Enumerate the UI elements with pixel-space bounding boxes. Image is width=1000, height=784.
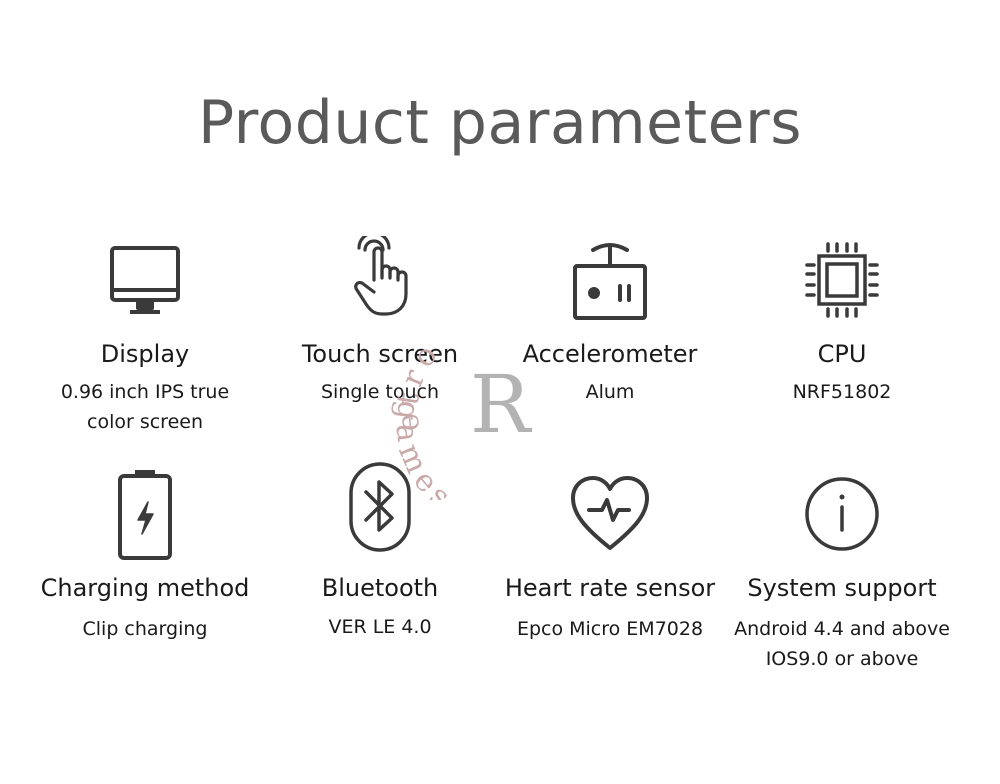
param-detail: 0.96 inch IPS true color screen <box>60 381 230 433</box>
param-charging-method: Charging method Clip charging <box>20 470 270 670</box>
cpu-chip-icon <box>797 236 887 326</box>
param-label: Bluetooth <box>321 574 439 602</box>
param-label: Display <box>100 340 190 368</box>
accelerometer-icon <box>565 236 655 326</box>
param-accelerometer: Accelerometer Alum <box>485 236 735 436</box>
param-label: Touch screen <box>301 340 459 368</box>
param-detail: VER LE 4.0 <box>328 616 432 638</box>
param-heart-rate-sensor: Heart rate sensor Epco Micro EM7028 <box>485 470 735 670</box>
param-label: Accelerometer <box>522 340 698 368</box>
param-system-support: System support Android 4.4 and above IOS… <box>717 470 967 670</box>
param-bluetooth: Bluetooth VER LE 4.0 <box>255 462 505 662</box>
param-detail: Alum <box>585 381 635 403</box>
info-icon <box>797 470 887 560</box>
param-detail: Android 4.4 and above IOS9.0 or above <box>734 618 950 670</box>
param-detail: NRF51802 <box>792 381 892 403</box>
param-label: CPU <box>817 340 867 368</box>
param-touch-screen: Touch screen Single touch <box>255 236 505 436</box>
param-detail: Epco Micro EM7028 <box>516 618 704 640</box>
param-label: Heart rate sensor <box>504 574 716 602</box>
bluetooth-icon <box>335 462 425 552</box>
monitor-icon <box>100 236 190 326</box>
param-detail: Single touch <box>320 381 440 403</box>
param-cpu: CPU NRF51802 <box>717 236 967 436</box>
param-detail: Clip charging <box>82 618 208 640</box>
param-display: Display 0.96 inch IPS true color screen <box>20 236 270 436</box>
param-label: Charging method <box>40 574 250 602</box>
heart-rate-icon <box>565 470 655 560</box>
battery-charging-icon <box>100 470 190 560</box>
page-title: Product parameters <box>198 88 802 158</box>
param-label: System support <box>747 574 937 602</box>
touch-hand-icon <box>335 236 425 326</box>
